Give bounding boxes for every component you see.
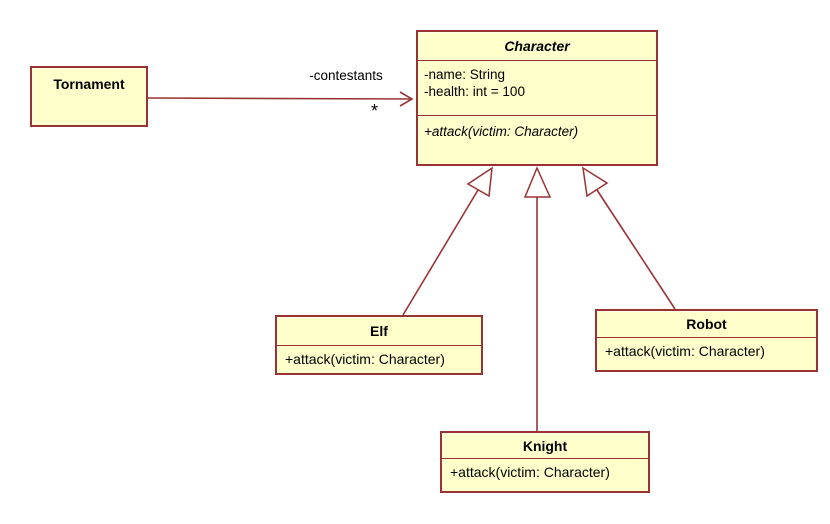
generalization-knight-character[interactable] bbox=[523, 166, 552, 431]
character-attributes-compartment: -name: String -health: int = 100 bbox=[418, 60, 656, 115]
class-elf[interactable]: Elf +attack(victim: Character) bbox=[275, 315, 483, 375]
association-multiplicity: * bbox=[371, 101, 379, 121]
generalization-elf-character[interactable] bbox=[402, 166, 493, 316]
association-tornament-character[interactable] bbox=[146, 91, 414, 107]
attribute-health: -health: int = 100 bbox=[424, 84, 525, 99]
hollow-triangle-icon bbox=[523, 166, 552, 198]
method-attack: +attack(victim: Character) bbox=[285, 351, 445, 367]
hollow-triangle-icon bbox=[466, 166, 493, 198]
method-attack: +attack(victim: Character) bbox=[605, 343, 765, 359]
hollow-triangle-icon bbox=[582, 166, 609, 198]
association-line[interactable] bbox=[146, 97, 413, 100]
class-tornament[interactable]: Tornament bbox=[30, 66, 148, 127]
generalization-robot-character[interactable] bbox=[582, 166, 676, 310]
generalization-line[interactable] bbox=[402, 189, 479, 316]
knight-methods-compartment: +attack(victim: Character) bbox=[442, 458, 648, 491]
attribute-name: -name: String bbox=[424, 67, 506, 82]
class-knight[interactable]: Knight +attack(victim: Character) bbox=[440, 431, 650, 493]
method-attack: +attack(victim: Character) bbox=[450, 464, 610, 480]
class-character[interactable]: Character -name: String -health: int = 1… bbox=[416, 30, 658, 166]
class-elf-name: Elf bbox=[370, 323, 388, 339]
class-robot[interactable]: Robot +attack(victim: Character) bbox=[595, 309, 818, 372]
class-tornament-name: Tornament bbox=[53, 76, 125, 92]
open-arrowhead-icon bbox=[399, 91, 414, 107]
character-methods-compartment: +attack(victim: Character) bbox=[418, 115, 656, 164]
class-character-name: Character bbox=[504, 38, 570, 54]
method-attack: +attack(victim: Character) bbox=[424, 124, 579, 139]
association-label: -contestants bbox=[309, 68, 383, 83]
elf-methods-compartment: +attack(victim: Character) bbox=[277, 345, 481, 373]
generalization-line[interactable] bbox=[596, 189, 676, 310]
robot-methods-compartment: +attack(victim: Character) bbox=[597, 337, 816, 370]
class-knight-name: Knight bbox=[522, 438, 568, 454]
class-robot-name: Robot bbox=[686, 316, 727, 332]
